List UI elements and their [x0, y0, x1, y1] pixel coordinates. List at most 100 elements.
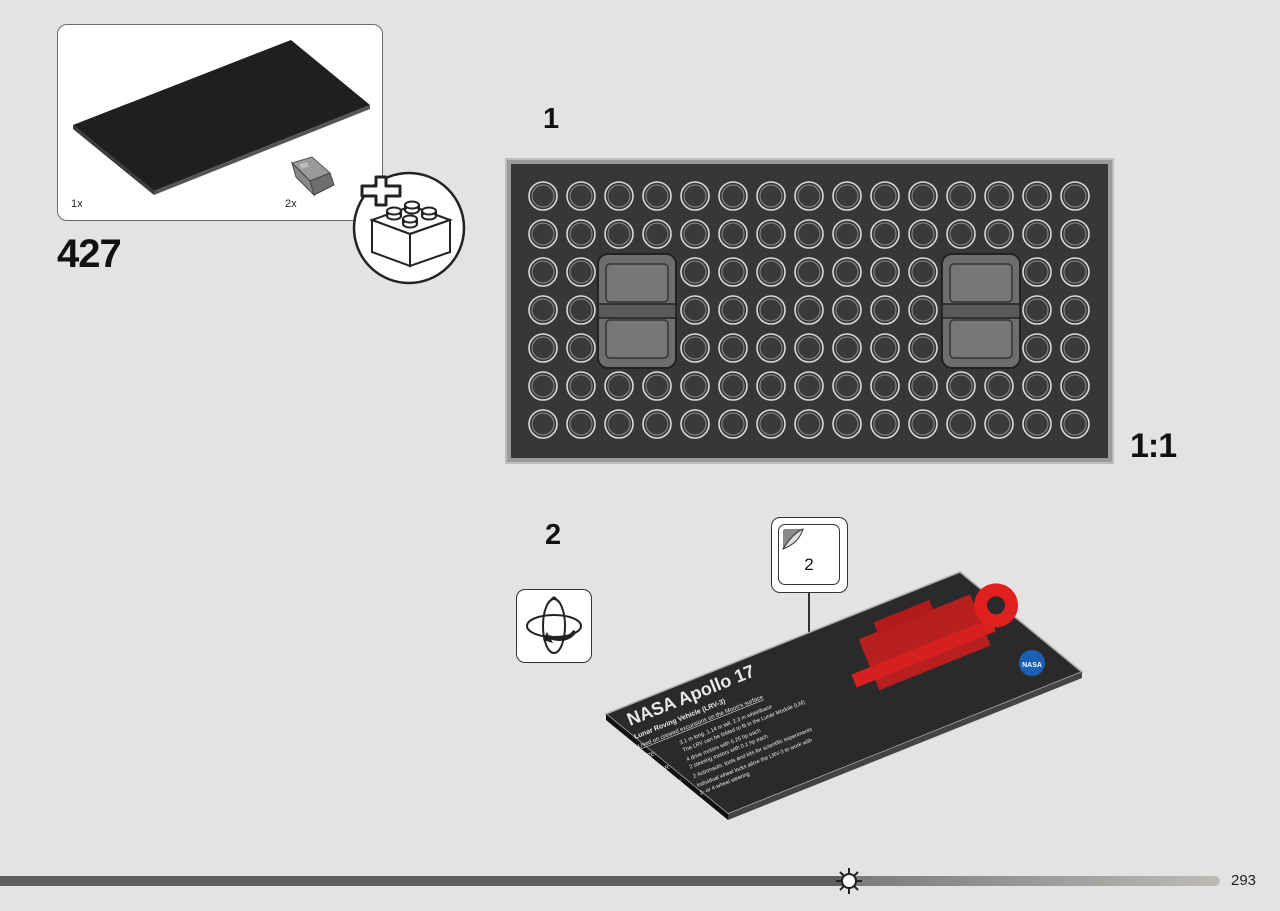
plate-stud [946, 409, 976, 439]
plate-stud [718, 333, 748, 363]
plate-stud-inner [531, 298, 555, 322]
plate-stud [642, 371, 672, 401]
grey-hinge-part [290, 156, 335, 197]
plate-stud [832, 257, 862, 287]
plate-stud [680, 219, 710, 249]
plate-stud [832, 295, 862, 325]
plate-stud [718, 219, 748, 249]
sticker-callout: 2 [771, 517, 848, 593]
plate-stud-inner [797, 298, 821, 322]
plate-stud [528, 409, 558, 439]
plate-stud [794, 295, 824, 325]
plate-stud [1022, 295, 1052, 325]
plate-stud-inner [683, 412, 707, 436]
plate-stud-inner [949, 184, 973, 208]
plate-stud-inner [683, 260, 707, 284]
plate-stud-inner [911, 184, 935, 208]
step-2-number: 2 [545, 519, 562, 551]
sticker-number: 2 [804, 555, 814, 574]
plaque-spec-label-size: SIZE: [642, 750, 657, 761]
plate-stud [528, 181, 558, 211]
plate-stud-inner [721, 336, 745, 360]
plate-stud-inner [911, 222, 935, 246]
black-plate-part [73, 40, 370, 195]
plate-stud [908, 371, 938, 401]
plate-stud-inner [873, 298, 897, 322]
plate-stud-inner [721, 374, 745, 398]
plate-stud-inner [835, 374, 859, 398]
plate-stud [642, 409, 672, 439]
plate-stud [1022, 219, 1052, 249]
plate-stud [528, 219, 558, 249]
plate-stud [1022, 409, 1052, 439]
plate-stud-inner [569, 298, 593, 322]
plate-stud-inner [645, 412, 669, 436]
sun-emblem-icon [836, 868, 862, 894]
plate-stud [984, 409, 1014, 439]
plate-stud [718, 371, 748, 401]
plate-stud-inner [721, 260, 745, 284]
plate-stud [832, 409, 862, 439]
plate-stud [794, 181, 824, 211]
plate-stud-inner [911, 412, 935, 436]
plate-stud-inner [759, 184, 783, 208]
plate-stud-inner [569, 412, 593, 436]
plate-stud [832, 219, 862, 249]
plate-stud-inner [645, 184, 669, 208]
plate-stud-inner [835, 336, 859, 360]
plate-stud-inner [949, 222, 973, 246]
plate-stud-inner [531, 184, 555, 208]
plate-stud-inner [759, 374, 783, 398]
nasa-badge: NASA [1019, 650, 1045, 676]
plate-stud [984, 219, 1014, 249]
plate-stud [756, 181, 786, 211]
plate-stud [1060, 333, 1090, 363]
plate-stud-inner [1063, 412, 1087, 436]
plate-stud-inner [797, 184, 821, 208]
plate-stud [604, 409, 634, 439]
plate-stud-inner [531, 336, 555, 360]
plate-stud-inner [759, 298, 783, 322]
plate-stud [604, 181, 634, 211]
plate-stud-inner [759, 336, 783, 360]
page-number: 293 [1231, 872, 1257, 889]
plate-stud-inner [835, 412, 859, 436]
plate-stud [1060, 219, 1090, 249]
plate-stud-inner [1025, 298, 1049, 322]
plate-stud [528, 295, 558, 325]
plate-stud [870, 371, 900, 401]
plate-stud [908, 257, 938, 287]
rotate-model-icon [516, 589, 592, 663]
plate-stud-inner [835, 184, 859, 208]
plate-stud-inner [759, 412, 783, 436]
plate-stud [908, 333, 938, 363]
plate-stud-inner [987, 222, 1011, 246]
nasa-plaque-illustration: NASA NASA Apollo 17 Lunar Roving Vehicle… [604, 571, 1084, 820]
plate-stud [718, 409, 748, 439]
plate-stud [946, 219, 976, 249]
plate-stud-inner [835, 260, 859, 284]
plate-stud [528, 257, 558, 287]
plate-stud-inner [987, 412, 1011, 436]
plate-stud-inner [911, 374, 935, 398]
plate-stud-inner [721, 298, 745, 322]
plate-stud [870, 219, 900, 249]
plate-stud-inner [607, 412, 631, 436]
plate-stud-inner [1025, 222, 1049, 246]
plate-stud [1060, 409, 1090, 439]
plate-stud [794, 371, 824, 401]
plate-stud [680, 295, 710, 325]
plate-stud [756, 295, 786, 325]
plate-stud [832, 181, 862, 211]
plate-stud [756, 371, 786, 401]
plate-stud-inner [759, 260, 783, 284]
plate-stud [1022, 257, 1052, 287]
plate-stud [1022, 371, 1052, 401]
plate-stud [870, 257, 900, 287]
nasa-badge-text: NASA [1022, 662, 1042, 669]
plate-stud [756, 333, 786, 363]
callout-leader-line [808, 593, 810, 635]
plate-stud-inner [683, 336, 707, 360]
plate-stud [680, 371, 710, 401]
plate-stud-inner [1025, 260, 1049, 284]
